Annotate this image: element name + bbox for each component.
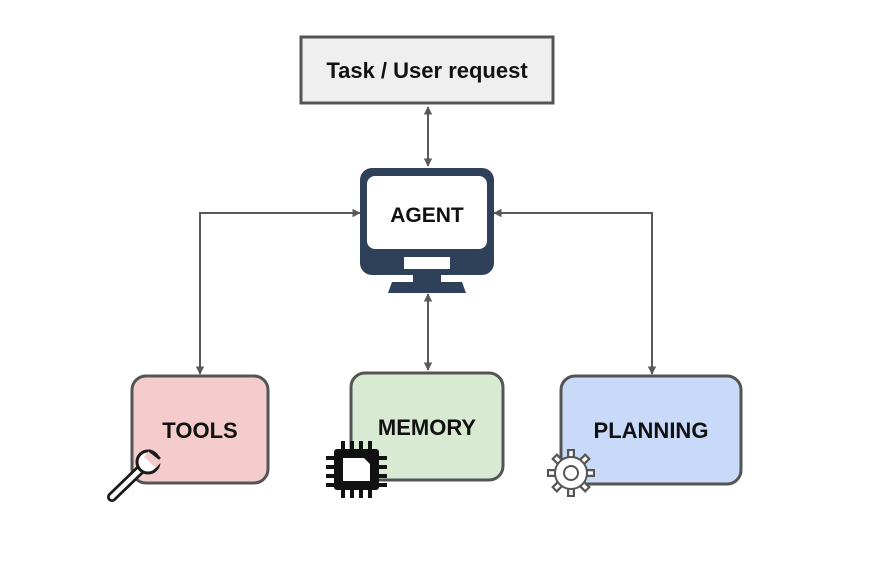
gear-icon	[547, 449, 595, 497]
memory-label: MEMORY	[378, 415, 477, 440]
agent-tools-connector	[195, 208, 361, 375]
memory-box: MEMORY	[326, 371, 505, 498]
tools-box: TOOLS	[107, 374, 270, 502]
planning-label: PLANNING	[594, 418, 709, 443]
task-label: Task / User request	[326, 58, 528, 83]
agent-planning-connector	[493, 208, 657, 375]
chip-icon	[326, 441, 387, 498]
task-box: Task / User request	[299, 35, 555, 105]
agent-node: AGENT	[360, 168, 494, 293]
agent-label: AGENT	[390, 204, 464, 227]
wrench-icon	[107, 449, 163, 502]
connectors	[195, 106, 657, 375]
planning-box: PLANNING	[547, 374, 743, 497]
computer-monitor-icon	[360, 168, 494, 293]
tools-label: TOOLS	[162, 418, 237, 443]
